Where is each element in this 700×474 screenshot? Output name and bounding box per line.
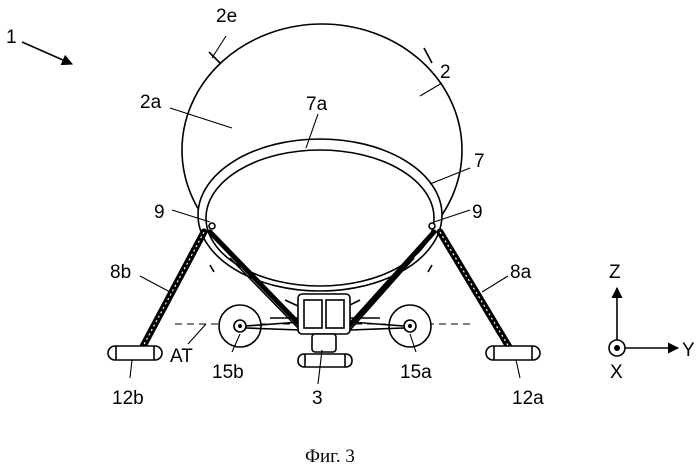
label-rotor-right: 15a [400,362,432,383]
ring-tick-right [428,265,432,272]
gondola [298,294,352,367]
label-joint-left: 9 [154,202,165,223]
joint-left [209,223,215,229]
label-envelope: 2 [440,62,451,83]
label-skid-right: 12a [512,388,544,409]
joint-right [429,223,435,229]
assembly-arrow [22,42,72,64]
label-leg-left: 8b [110,262,131,283]
label-leg-right: 8a [510,262,532,283]
envelope-tick-right [424,48,432,63]
label-axis-y: Y [682,340,695,361]
label-ring: 7 [474,151,485,172]
label-envelope-side: 2a [140,92,162,113]
label-rotor-left: 15b [212,362,244,383]
label-skid-left: 12b [112,388,144,409]
label-axis-x: X [610,362,623,383]
label-ring-top: 7a [306,94,328,115]
skid-left [108,346,162,360]
label-assembly: 1 [6,27,17,48]
label-axis-z: Z [609,262,621,283]
figure-caption: Фиг. 3 [305,446,355,467]
skid-right [486,346,540,360]
label-axis-line: AT [170,346,193,367]
label-gondola: 3 [312,388,323,409]
label-top-marker: 2e [216,6,237,27]
ring-tick-left [210,265,214,272]
label-joint-right: 9 [472,202,483,223]
axis-triad [609,288,678,356]
